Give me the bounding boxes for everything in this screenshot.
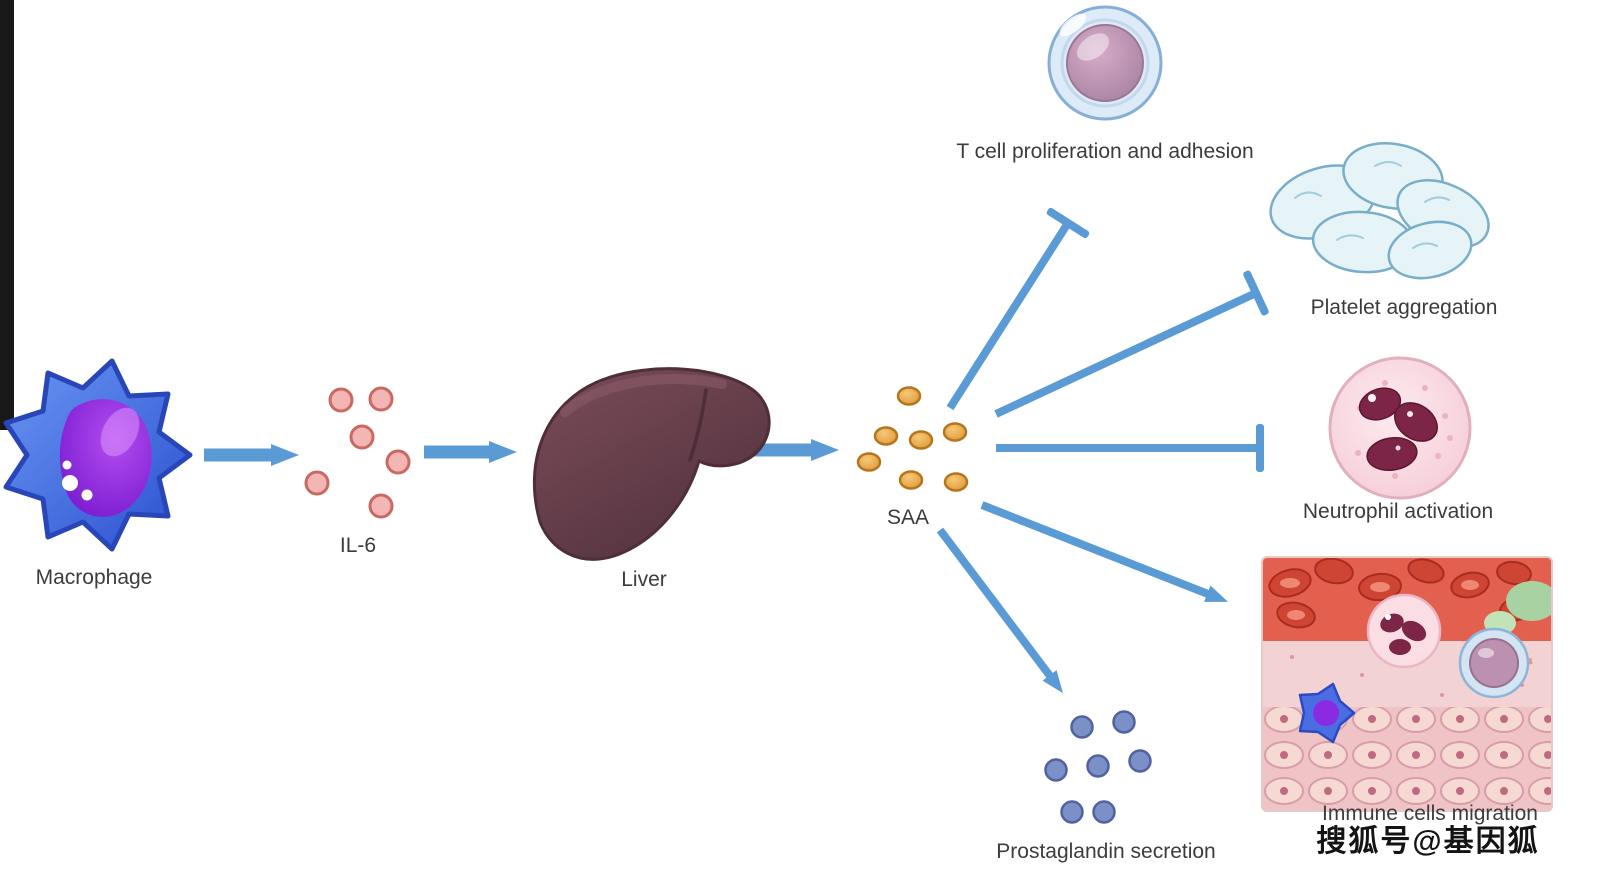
liver-icon (532, 367, 771, 561)
saa-dots (856, 386, 969, 492)
tcell-label: T cell proliferation and adhesion (956, 140, 1254, 163)
watermark-text: 搜狐号@基因狐 (1316, 825, 1540, 858)
prostaglandin-label: Prostaglandin secretion (996, 840, 1216, 863)
migrating-macrophage (1298, 682, 1356, 744)
tcell-icon (1047, 5, 1163, 121)
liver-label: Liver (621, 568, 667, 591)
green-tissue-blob (1506, 581, 1552, 621)
arrow-saa-prostaglandin (936, 527, 1063, 694)
prostaglandin-dots (1044, 710, 1152, 824)
red-blood-cells (1268, 557, 1535, 629)
macrophage-label: Macrophage (35, 566, 153, 589)
migrating-tcell (1458, 627, 1530, 699)
tissue-image (1261, 556, 1553, 812)
platelet-label: Platelet aggregation (1310, 296, 1498, 319)
il6-dots (304, 386, 411, 519)
saa-label: SAA (886, 506, 930, 529)
platelet-icon (1269, 142, 1490, 280)
left-edge-bar (0, 0, 14, 430)
immune-label: Immune cells migration (1322, 802, 1538, 825)
neutrophil-label: Neutrophil activation (1302, 500, 1494, 523)
arrow-saa-immune (980, 501, 1229, 602)
migrating-neutrophil (1366, 593, 1442, 669)
inhibit-saa-tcell (946, 207, 1090, 411)
il6-label: IL-6 (339, 534, 377, 557)
neutrophil-icon (1328, 356, 1472, 500)
macrophage-icon (3, 358, 193, 552)
inhibit-saa-platelet (994, 270, 1269, 418)
